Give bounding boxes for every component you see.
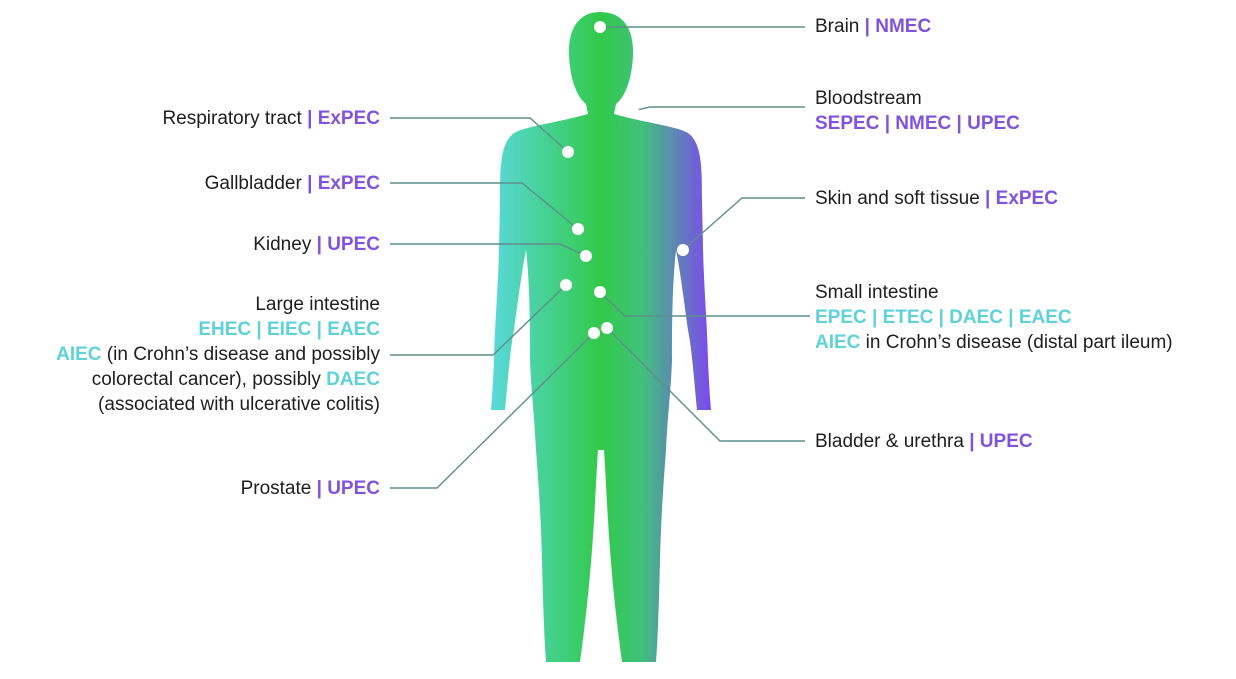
gallbladder-marker <box>572 223 584 235</box>
brain-marker <box>594 21 606 33</box>
leader-bloodstream <box>633 107 805 111</box>
label-large-intestine: Large intestine EHEC | EIEC | EAEC AIEC … <box>56 292 380 417</box>
prostate-marker <box>588 327 600 339</box>
label-prostate: Prostate | UPEC <box>241 476 380 501</box>
large-intestine-marker <box>560 279 572 291</box>
skin-marker <box>677 244 689 256</box>
label-bladder: Bladder & urethra | UPEC <box>815 429 1033 454</box>
label-small-intestine: Small intestine EPEC | ETEC | DAEC | EAE… <box>815 280 1173 355</box>
label-respiratory: Respiratory tract | ExPEC <box>162 106 380 131</box>
label-skin: Skin and soft tissue | ExPEC <box>815 186 1058 211</box>
small-intestine-marker <box>594 286 606 298</box>
bladder-marker <box>601 322 613 334</box>
label-brain: Brain | NMEC <box>815 14 931 39</box>
human-silhouette <box>491 12 711 662</box>
label-gallbladder: Gallbladder | ExPEC <box>205 171 380 196</box>
body-outline <box>491 12 711 662</box>
label-bloodstream: Bloodstream SEPEC | NMEC | UPEC <box>815 86 1020 136</box>
label-kidney: Kidney | UPEC <box>253 232 380 257</box>
bloodstream-marker <box>627 105 639 117</box>
kidney-marker <box>580 250 592 262</box>
respiratory-marker <box>562 146 574 158</box>
